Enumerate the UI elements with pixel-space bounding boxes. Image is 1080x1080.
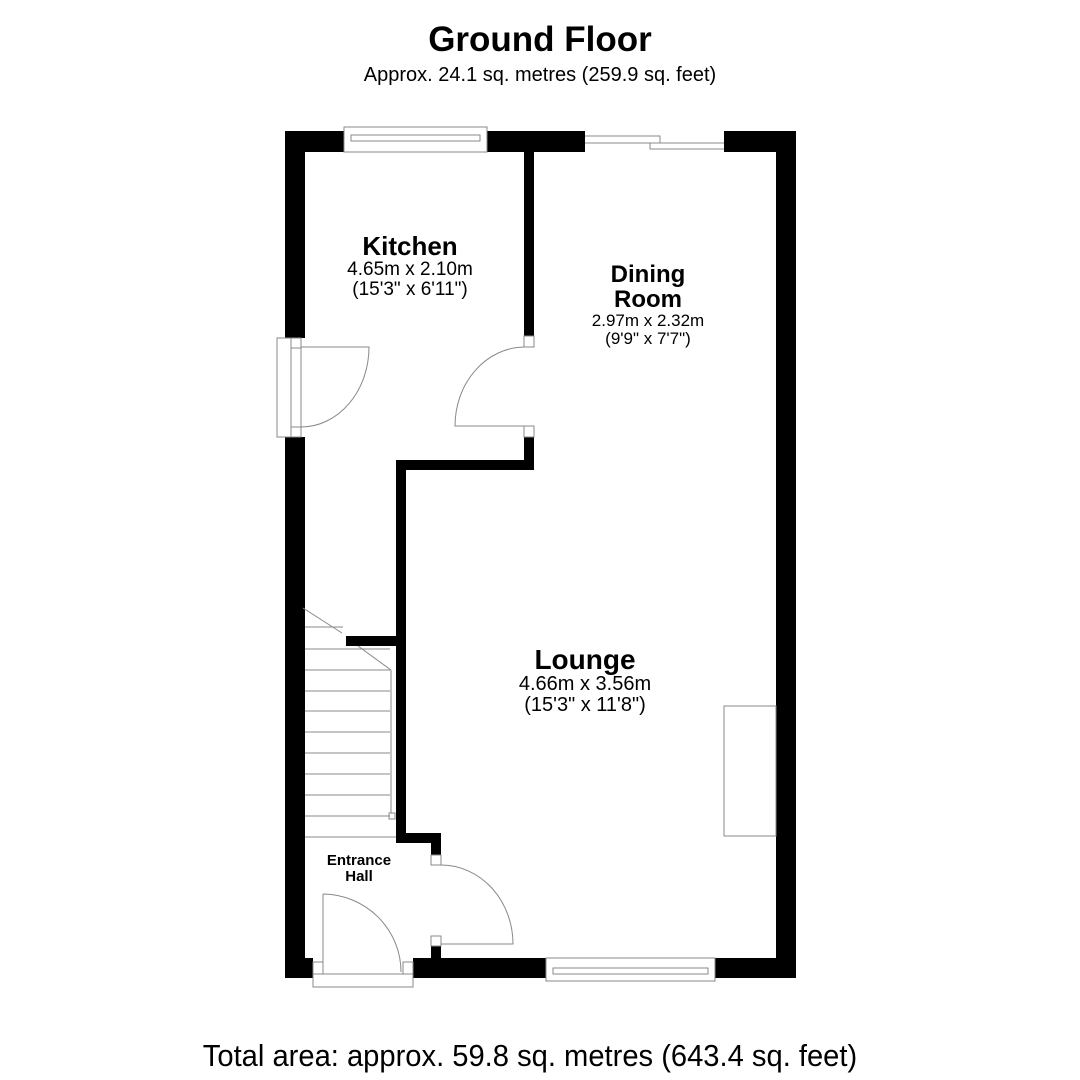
room-dim-imperial: (15'3" x 11'8") [524, 694, 646, 717]
room-name: Entrance [326, 852, 392, 869]
lounge-label: Lounge 4.66m x 3.56m (15'3" x 11'8") [465, 645, 705, 716]
lounge-window [545, 957, 716, 982]
room-name: Room [614, 286, 682, 314]
room-name: Lounge [534, 644, 636, 675]
room-name: Hall [345, 867, 373, 885]
front-door-swing [322, 893, 402, 973]
kitchen-window-sill [350, 134, 481, 142]
room-dim-imperial: (9'9" x 7'7") [605, 329, 691, 349]
room-dim-metric: 4.66m x 3.56m [518, 673, 652, 696]
floor-title: Ground Floor [428, 20, 652, 59]
room-dim-imperial: (15'3" x 6'11") [352, 279, 468, 301]
floor-area: Approx. 24.1 sq. metres (259.9 sq. feet) [363, 64, 717, 86]
patio-door [585, 135, 661, 143]
room-dim-metric: 2.97m x 2.32m [591, 311, 705, 331]
hall-label: Entrance Hall [309, 853, 409, 885]
kitchen-window [343, 126, 488, 153]
side-door-swing [300, 346, 370, 428]
lounge-door-swing [440, 864, 514, 945]
total-area: Total area: approx. 59.8 sq. metres (643… [202, 1038, 858, 1073]
room-dim-metric: 4.65m x 2.10m [347, 259, 473, 281]
dining-label: Dining Room 2.97m x 2.32m (9'9" x 7'7") [548, 262, 748, 348]
walls [285, 131, 796, 978]
staircase [302, 607, 396, 838]
internal-door-swing [454, 346, 525, 427]
kitchen-label: Kitchen 4.65m x 2.10m (15'3" x 6'11") [310, 231, 510, 301]
chimney-breast [723, 705, 777, 837]
side-door-frame [276, 337, 292, 438]
room-name: Dining [610, 261, 686, 288]
room-name: Kitchen [362, 231, 458, 261]
front-door-sill [312, 973, 414, 988]
fixtures [276, 126, 777, 988]
